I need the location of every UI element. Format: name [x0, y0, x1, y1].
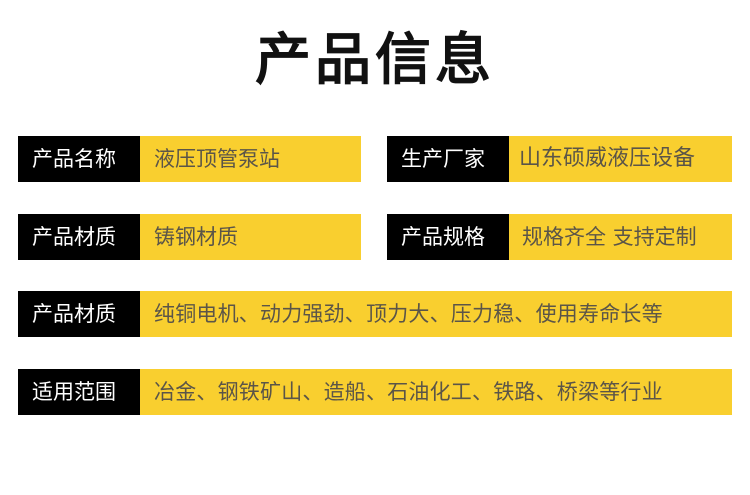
- field-label: 产品材质: [18, 291, 140, 337]
- field-value: 规格齐全 支持定制: [509, 214, 732, 260]
- field-features: 产品材质 纯铜电机、动力强劲、顶力大、压力稳、使用寿命长等: [18, 291, 732, 337]
- field-label: 产品材质: [18, 214, 140, 260]
- page-title: 产品信息: [255, 28, 495, 93]
- field-product-name: 产品名称 液压顶管泵站: [18, 136, 361, 182]
- field-label: 产品规格: [387, 214, 509, 260]
- field-applications: 适用范围 冶金、钢铁矿山、造船、石油化工、铁路、桥梁等行业: [18, 369, 732, 415]
- field-manufacturer: 生产厂家 山东硕威液压设备: [387, 136, 732, 182]
- field-value: 铸钢材质: [140, 214, 361, 260]
- field-value: 冶金、钢铁矿山、造船、石油化工、铁路、桥梁等行业: [140, 369, 732, 415]
- field-material: 产品材质 铸钢材质: [18, 214, 361, 260]
- field-value: 液压顶管泵站: [140, 136, 361, 182]
- field-label: 产品名称: [18, 136, 140, 182]
- field-value: 山东硕威液压设备: [509, 136, 732, 182]
- field-label: 适用范围: [18, 369, 140, 415]
- field-label: 生产厂家: [387, 136, 509, 182]
- field-value: 纯铜电机、动力强劲、顶力大、压力稳、使用寿命长等: [140, 291, 732, 337]
- field-specification: 产品规格 规格齐全 支持定制: [387, 214, 732, 260]
